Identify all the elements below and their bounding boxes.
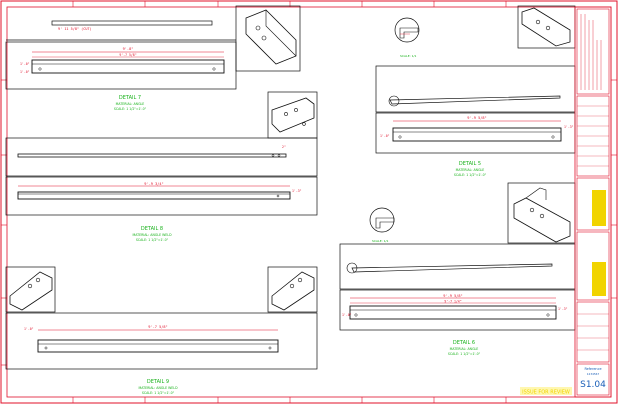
reference-number: 1234567 (587, 372, 600, 376)
d8-scale: SCALE: 1 1/2"=1'-0" (136, 238, 169, 242)
d8-angle-elevation (17, 191, 291, 200)
detail-9-group: 9'-7 5/8" 1'-0" DETAIL 9 MATERIAL: ANGLE… (5, 266, 318, 395)
d7-title: DETAIL 7 (119, 95, 141, 101)
d5-dim-left: 1'-0" (380, 134, 390, 138)
title-block-project-mark (592, 262, 606, 296)
d7-iso-hole (255, 25, 261, 31)
d7-iso-hole (261, 35, 267, 41)
d5-scale-note: SCALE: 1/1 (400, 54, 417, 58)
d7-dim-left: 1'-0" (20, 62, 30, 66)
d8-iso-box (267, 91, 318, 139)
d5-dim-right: 1'-3" (564, 125, 574, 129)
title-block-info (576, 301, 610, 363)
d9-iso-box-left (5, 266, 56, 313)
d9-material: MATERIAL: ANGLE WELD (138, 386, 178, 390)
title-block-firm (576, 177, 610, 231)
d8-plan-angle (17, 153, 287, 158)
d5-angle-elevation (392, 127, 562, 142)
d6-dim-length: 9'-9 5/8" (443, 294, 462, 298)
bottom-stamp: ISSUE FOR REVIEW (522, 390, 570, 396)
sheet-border-inner (6, 6, 612, 398)
d5-title: DETAIL 5 (459, 161, 481, 167)
d9-dim-length: 9'-7 5/8" (148, 325, 167, 329)
detail-5-group: SCALE: 1/1 9'-9 5/8" 1'-0" 1'-3" DETAIL … (375, 5, 576, 177)
d7-scale: SCALE: 1 1/2"=1'-0" (114, 107, 147, 111)
d7-iso-box (235, 5, 301, 72)
d7-angle-elevation (31, 59, 225, 74)
d7-iso-angle (245, 9, 297, 65)
d9-iso-angle-right (271, 271, 315, 311)
d8-plan-box (5, 137, 318, 177)
d5-scale: SCALE: 1 1/2"=1'-0" (454, 173, 487, 177)
d7-elevation-box (5, 41, 237, 90)
detail-8-group: 2" 9'-9 3/4" 1'-3" DETAIL 8 MATERIAL: AN… (5, 91, 318, 242)
d7-dim-left: 1'-0" (20, 70, 30, 74)
d8-iso-angle (271, 97, 315, 133)
d6-zoom-circle (369, 207, 395, 233)
title-block-sheet (576, 363, 610, 396)
d8-dim-length: 9'-9 3/4" (144, 182, 163, 186)
title-block: Reference 1234567 S1.04 (574, 6, 612, 398)
d7-top-bar (51, 20, 213, 26)
d5-material: MATERIAL: ANGLE (456, 168, 485, 172)
d8-dim-right: 2" (282, 145, 286, 149)
d7-dim-length: 9'-8" (123, 47, 134, 51)
d9-elevation-box (5, 312, 318, 370)
d6-dim-right: 1'-3" (558, 307, 568, 311)
d7-bolt-hole (38, 67, 42, 71)
d6-title: DETAIL 6 (453, 340, 475, 346)
d7-bolt-hole (212, 67, 216, 71)
bottom-stamp-bg (520, 387, 572, 395)
title-block-firm-mark (592, 190, 606, 226)
d9-angle-elevation (37, 339, 279, 353)
d5-plan-angle (389, 95, 561, 105)
title-block-project (576, 231, 610, 301)
d6-dim-left: 1'-0" (342, 313, 352, 317)
d5-dim-length: 9'-9 5/8" (467, 116, 486, 120)
d6-angle-elevation (349, 305, 557, 320)
d6-scale-note: SCALE: 1/1 (372, 239, 389, 243)
d6-iso-angle (513, 197, 571, 243)
d6-plan-angle (351, 263, 553, 273)
sheet-number: S1.04 (580, 380, 606, 390)
d7-material: MATERIAL: ANGLE (116, 102, 145, 106)
d9-scale: SCALE: 1 1/2"=1'-0" (142, 391, 175, 395)
d8-material: MATERIAL: ANGLE WELD (132, 233, 172, 237)
d5-iso-angle (521, 7, 571, 47)
d9-dim-left: 1'-0" (24, 327, 34, 331)
d7-dim-sub: 9'-7 5/8" (119, 53, 136, 57)
d5-plan-box (375, 65, 576, 113)
reference-label: Reference (584, 367, 601, 371)
d6-scale: SCALE: 1 1/2"=1'-0" (448, 352, 481, 356)
d8-dim-right2: 1'-3" (292, 189, 302, 193)
detail-7-group: 9' 11 5/8" (CUT) 9'-8" 9'-7 5/8" 1'-0" 1… (5, 5, 301, 111)
d8-elevation-box (5, 176, 318, 216)
d9-iso-box-right (267, 266, 318, 313)
d6-dim-sub: 9'-7 1/4" (444, 300, 461, 304)
d9-title: DETAIL 9 (147, 379, 169, 385)
d5-zoom-circle (394, 17, 420, 43)
detail-6-group: SCALE: 1/1 9'-9 5/8" 9'-7 1/4" 1'-0" 1'-… (339, 182, 576, 356)
d6-material: MATERIAL: ANGLE (450, 347, 479, 351)
d9-iso-angle-left (9, 271, 53, 311)
d8-title: DETAIL 8 (141, 226, 163, 232)
title-block-logo-area (576, 8, 610, 95)
d7-top-callout: 9' 11 5/8" (CUT) (58, 27, 92, 31)
